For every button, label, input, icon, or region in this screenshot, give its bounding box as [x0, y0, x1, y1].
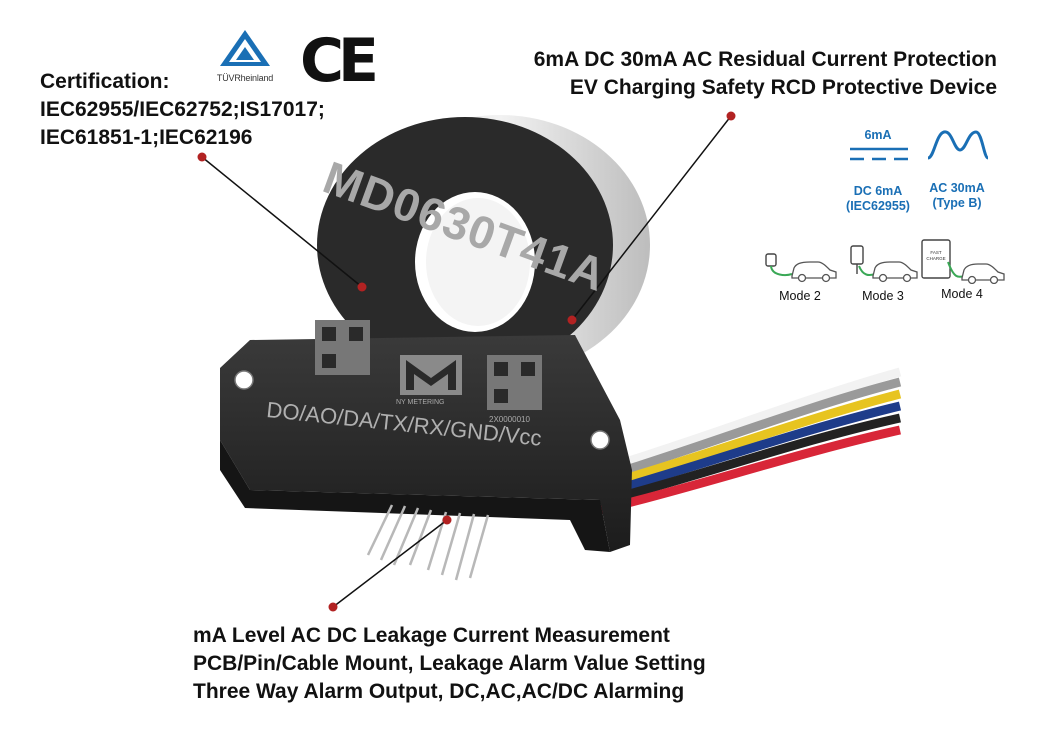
tuv-text: TÜVRheinland [216, 73, 274, 83]
product-title: 6mA DC 30mA AC Residual Current Protecti… [534, 46, 997, 102]
ce-mark: CE [300, 26, 379, 96]
dc-label-line2: (IEC62955) [846, 199, 910, 213]
device-brand-text: NY METERING [396, 399, 445, 406]
certification-label: Certification: [40, 70, 170, 93]
mount-hole-right [590, 430, 610, 450]
ac-label-line2: (Type B) [932, 196, 982, 210]
dc-legend: 6mA DC 6mA (IEC62955) [840, 128, 916, 214]
device-serial-text: 2X0000010 [489, 415, 530, 424]
device-pins [366, 504, 490, 581]
dc-value-label: 6mA [864, 128, 892, 142]
title-line2: EV Charging Safety RCD Protective Device [569, 76, 997, 99]
fast-charge-text: FAST [930, 250, 942, 255]
features-block: mA Level AC DC Leakage Current Measureme… [193, 622, 706, 706]
callout-pointers [197, 111, 736, 612]
svg-text:CHARGE: CHARGE [926, 256, 945, 261]
ac-legend: AC 30mA (Type B) [922, 122, 992, 211]
feature-line2: PCB/Pin/Cable Mount, Leakage Alarm Value… [193, 652, 706, 675]
ac-label-line1: AC 30mA [929, 181, 985, 195]
title-line1: 6mA DC 30mA AC Residual Current Protecti… [533, 48, 997, 71]
mode2-charging-icon [765, 253, 837, 283]
mode4-charging-icon: FAST CHARGE [921, 239, 1005, 285]
dc-symbol-icon [850, 147, 908, 161]
mode-3-item: Mode 3 [845, 244, 921, 303]
feature-line1: mA Level AC DC Leakage Current Measureme… [193, 624, 670, 647]
certification-block: Certification: IEC62955/IEC62752;IS17017… [40, 68, 325, 152]
ac-waveform-icon [927, 130, 990, 160]
mode-4-item: FAST CHARGE Mode 4 [918, 238, 1006, 301]
mode-2-item: Mode 2 [760, 248, 840, 303]
dc-label-line1: DC 6mA [853, 184, 903, 198]
tuv-logo: TÜVRheinland [208, 28, 282, 83]
feature-line3: Three Way Alarm Output, DC,AC,AC/DC Alar… [193, 680, 685, 703]
tuv-triangle-icon [220, 30, 270, 66]
mode-3-label: Mode 3 [862, 289, 904, 303]
mode-2-label: Mode 2 [779, 289, 821, 303]
mode3-charging-icon [850, 245, 918, 283]
cable-wires [598, 367, 902, 515]
certification-standards-line1: IEC62955/IEC62752;IS17017; [40, 98, 325, 121]
mode-4-label: Mode 4 [941, 287, 983, 301]
mount-hole-left [234, 370, 254, 390]
certification-standards-line2: IEC61851-1;IEC62196 [40, 126, 253, 149]
